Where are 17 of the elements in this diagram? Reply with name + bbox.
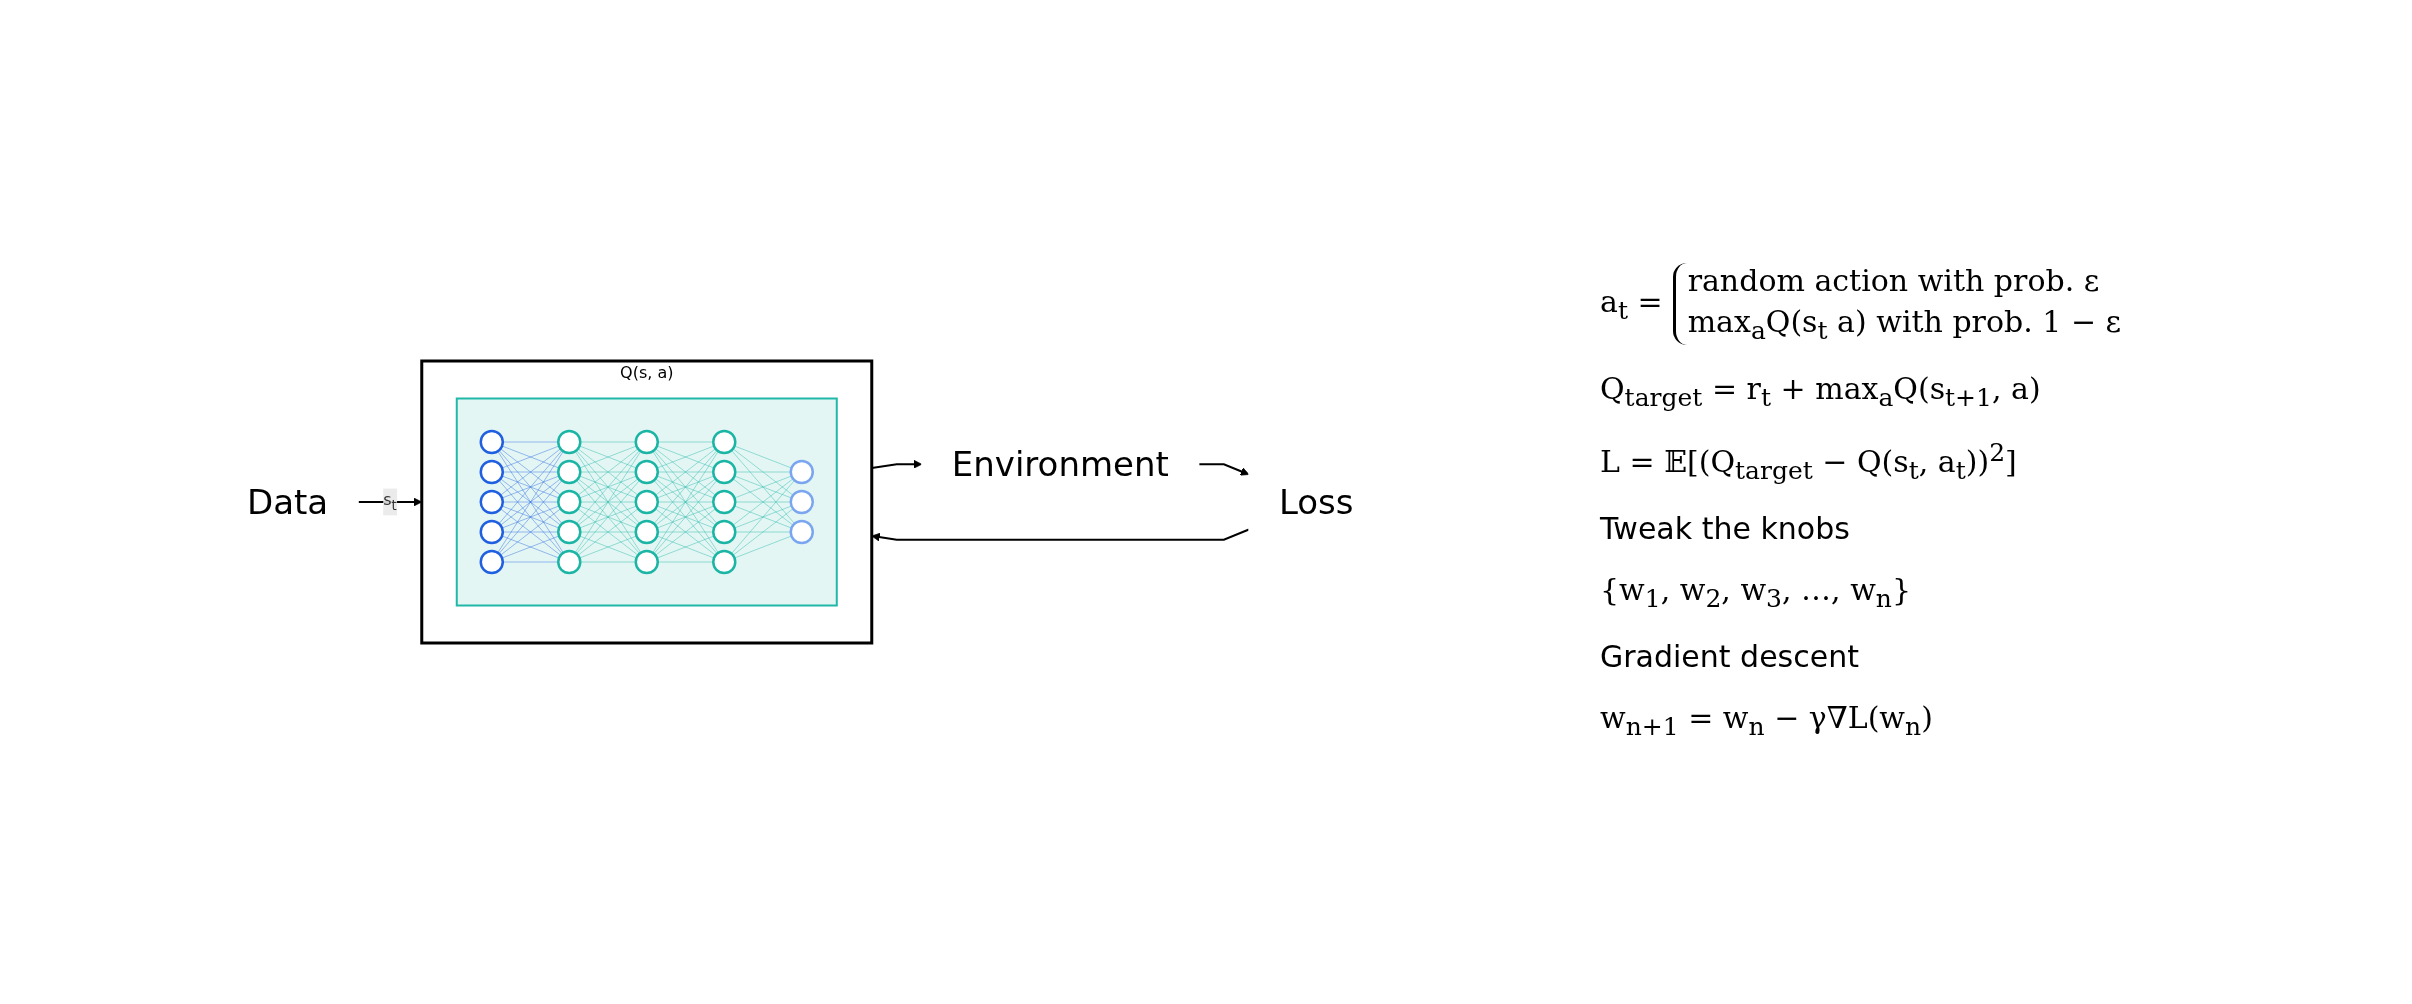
node-text: Loss	[1278, 481, 1354, 522]
arrow	[1197, 463, 1250, 476]
update-formula: w$_{n+1}$ = w$_{n}$ − γ∇L(w$_{n}$)	[1600, 700, 1934, 741]
weights-formula: {w$_{1}$, w$_{2}$, w$_{3}$, …, w$_{n}$}	[1600, 572, 1913, 613]
node-text: Data	[246, 481, 328, 522]
arrow	[871, 528, 1250, 542]
edge-label: s$_{t}$	[382, 490, 397, 513]
action-formula: a$_{t}$ =	[1600, 283, 1663, 325]
action-case: max$_{a}$Q(s$_{t}$ a) with prob. 1 − ε	[1687, 304, 2122, 345]
node-text: Environment	[951, 443, 1169, 484]
loss-formula: L = 𝔼[(Q$_{target}$ − Q(s$_{t}$, a$_{t}$))$^{2}$]	[1600, 438, 2018, 485]
note-text: Tweak the knobs	[1600, 511, 1851, 546]
note-text: Gradient descent	[1600, 639, 1860, 674]
target-formula: Q$_{target}$ = r$_{t}$ + max$_{a}$Q(s$_{t+1}$, a)	[1600, 371, 2042, 412]
cluster: Q(s, a)	[420, 359, 874, 645]
node-picture	[455, 397, 838, 607]
action-case: random action with prob. ε	[1687, 263, 2101, 298]
